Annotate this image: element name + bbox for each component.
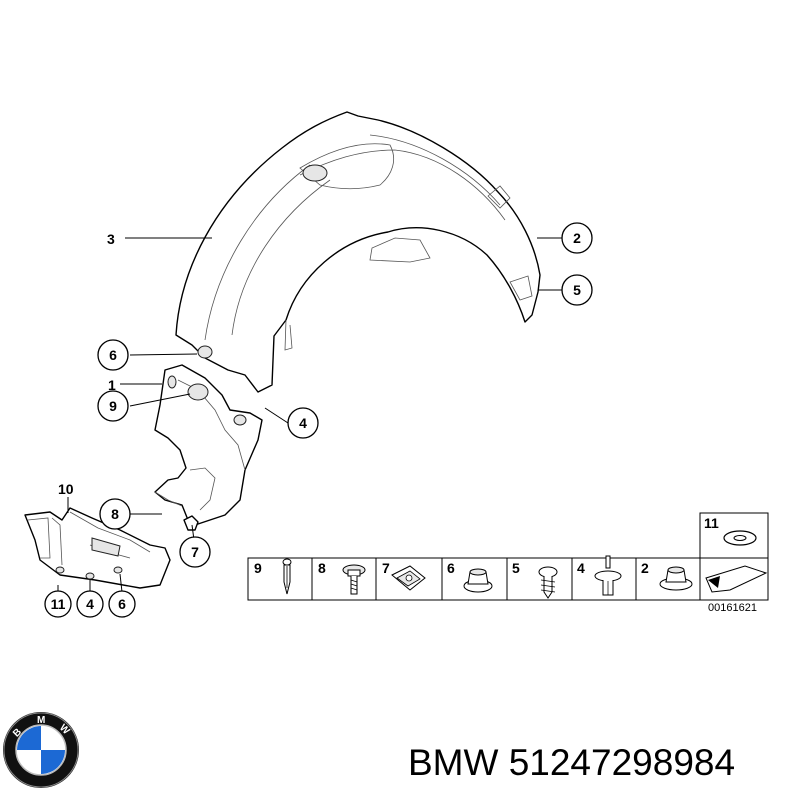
expanding-rivet-icon <box>594 555 622 596</box>
svg-text:4: 4 <box>299 415 307 431</box>
svg-text:9: 9 <box>109 398 117 414</box>
strip-label-8: 8 <box>318 560 326 576</box>
callout-2: 2 <box>561 222 593 254</box>
svg-text:8: 8 <box>111 506 119 522</box>
small-bracket-10 <box>24 507 171 589</box>
strip-label-4: 4 <box>577 560 585 576</box>
callout-10: 10 <box>58 481 74 497</box>
callout-6: 6 <box>97 339 129 371</box>
strip-label-5: 5 <box>512 560 520 576</box>
callout-5: 5 <box>561 274 593 306</box>
strip-label-7: 7 <box>382 560 390 576</box>
callout-7: 7 <box>179 536 211 568</box>
callout-9: 9 <box>97 390 129 422</box>
callout-group-bottom: 11 4 6 <box>44 590 136 618</box>
callout-4: 4 <box>287 407 319 439</box>
strip-label-2: 2 <box>641 560 649 576</box>
diagram-number: 00161621 <box>708 602 757 614</box>
callout-3: 3 <box>107 231 115 247</box>
arrow-symbol-icon <box>705 565 768 593</box>
clip-nut-icon <box>391 565 426 591</box>
callout-11-bottom: 11 <box>51 596 66 612</box>
callout-6-bottom: 6 <box>118 596 126 612</box>
callout-8: 8 <box>99 498 131 530</box>
svg-text:M: M <box>37 715 45 726</box>
strip-label-6: 6 <box>447 560 455 576</box>
strip-label-9: 9 <box>254 560 262 576</box>
flange-nut-icon <box>659 566 693 591</box>
leader-lines <box>57 237 562 593</box>
callout-1: 1 <box>108 377 116 393</box>
nut-icon <box>463 568 493 593</box>
wheel-arch-liner <box>175 111 541 393</box>
parts-strip: 11 9 8 7 6 5 4 2 <box>247 512 769 614</box>
svg-text:2: 2 <box>573 230 581 246</box>
callout-4-bottom: 4 <box>86 596 94 612</box>
svg-text:6: 6 <box>109 347 117 363</box>
bmw-roundel-icon: B M W <box>3 712 79 788</box>
tapping-screw-icon <box>538 566 558 599</box>
part-number-caption: BMW 51247298984 <box>408 742 736 783</box>
strip-label-11: 11 <box>704 515 719 531</box>
rivet-icon <box>282 558 292 595</box>
svg-text:5: 5 <box>573 282 581 298</box>
liner-bracket <box>154 364 263 531</box>
svg-text:7: 7 <box>191 544 199 560</box>
screw-icon <box>342 564 366 595</box>
